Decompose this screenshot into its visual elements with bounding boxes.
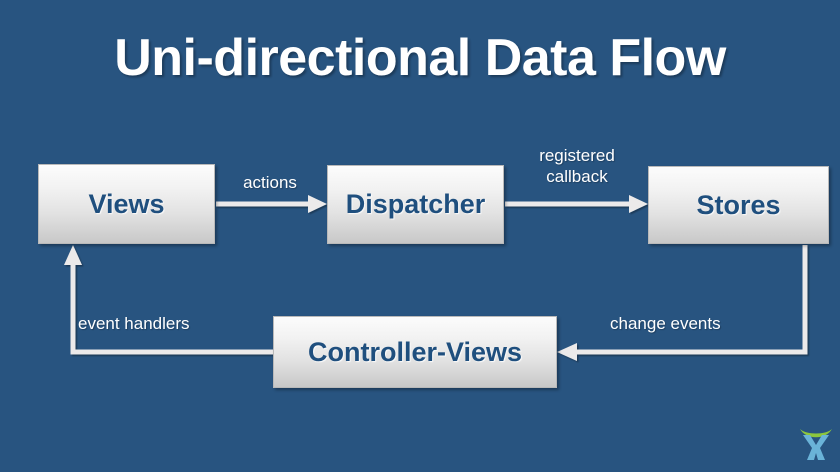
edge-controller-views-to-views [64, 245, 273, 355]
edge-label-actions: actions [243, 173, 297, 192]
edge-dispatcher-to-stores [505, 195, 648, 213]
node-views[interactable]: Views [38, 164, 215, 244]
logo-figure-icon [803, 435, 829, 460]
edge-label-event-handlers: event handlers [78, 314, 190, 333]
page-title: Uni-directional Data Flow [114, 29, 726, 87]
company-logo [800, 429, 832, 460]
edge-stores-to-controller-views [557, 245, 808, 361]
node-stores[interactable]: Stores [648, 166, 829, 244]
node-dispatcher[interactable]: Dispatcher [327, 165, 504, 244]
edge-views-to-dispatcher [216, 195, 327, 213]
edge-label-registered-callback: registered callback [539, 146, 615, 186]
node-controller-views[interactable]: Controller-Views [273, 316, 557, 388]
edge-label-change-events: change events [610, 314, 721, 333]
